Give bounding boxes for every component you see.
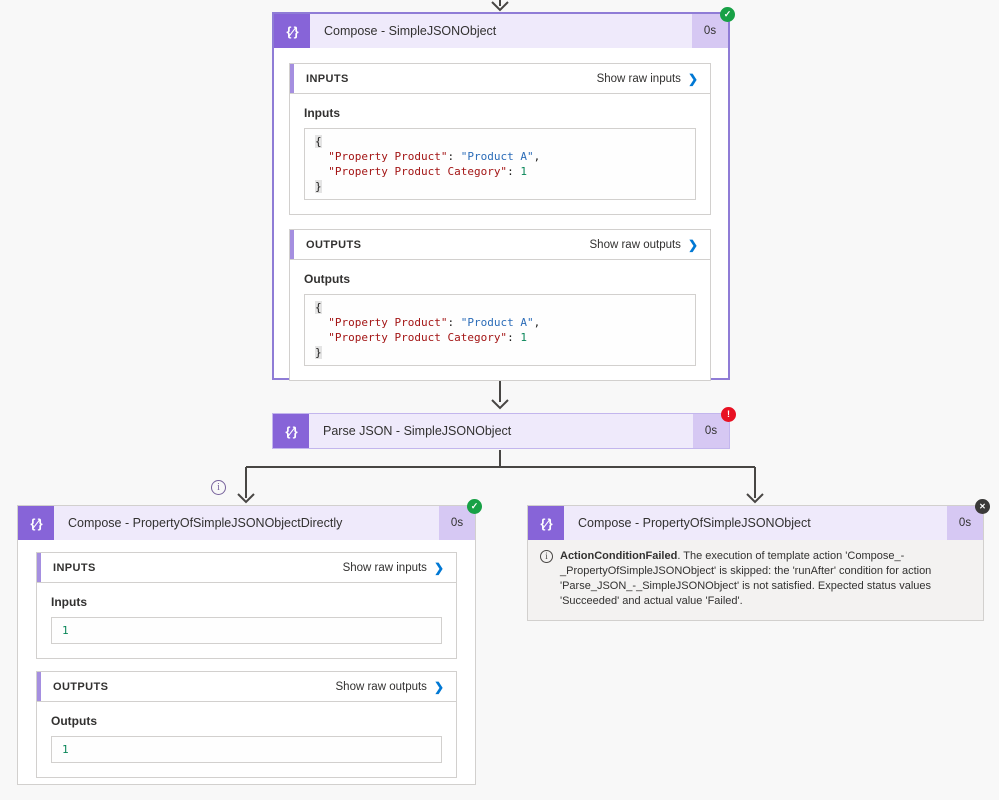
inputs-field-label: Inputs — [51, 595, 87, 609]
info-icon[interactable]: i — [211, 480, 226, 495]
action-card-parse-json-simplejsonobject: ! {∕} Parse JSON - SimpleJSONObject 0s — [272, 407, 736, 449]
arrowhead-left-branch — [237, 493, 255, 504]
action-header[interactable]: {∕} Compose - SimpleJSONObject 0s — [274, 14, 728, 48]
inputs-section-title: INPUTS — [53, 561, 96, 574]
show-raw-inputs-link[interactable]: Show raw inputs ❯ — [343, 561, 444, 575]
outputs-field-label: Outputs — [304, 272, 350, 286]
inputs-section: INPUTS Show raw inputs ❯ Inputs 1 — [36, 552, 457, 659]
parse-json-action-icon: {∕} — [273, 414, 309, 448]
chevron-right-icon: ❯ — [433, 679, 444, 694]
inputs-section-header: INPUTS Show raw inputs ❯ — [37, 553, 456, 583]
chevron-right-icon: ❯ — [687, 71, 698, 86]
outputs-section: OUTPUTS Show raw outputs ❯ Outputs { "Pr… — [289, 229, 711, 381]
action-title: Parse JSON - SimpleJSONObject — [309, 414, 693, 448]
outputs-section-header: OUTPUTS Show raw outputs ❯ — [37, 672, 456, 702]
arrowhead-top — [491, 1, 509, 12]
skip-reason-message: i ActionConditionFailed. The execution o… — [528, 540, 983, 620]
arrowhead-right-branch — [746, 493, 764, 504]
show-raw-outputs-label: Show raw outputs — [335, 680, 427, 693]
compose-action-icon: {∕} — [274, 14, 310, 48]
chevron-right-icon: ❯ — [687, 237, 698, 252]
arrowhead-mid — [491, 399, 509, 410]
info-icon: i — [540, 550, 553, 563]
action-card-compose-propertyofsimplejsonobjectdirectly: ✓ {∕} Compose - PropertyOfSimpleJSONObje… — [17, 499, 482, 785]
action-header[interactable]: {∕} Parse JSON - SimpleJSONObject 0s — [273, 414, 729, 448]
show-raw-inputs-link[interactable]: Show raw inputs ❯ — [597, 72, 698, 86]
inputs-value: 1 — [51, 617, 442, 644]
action-header[interactable]: {∕} Compose - PropertyOfSimpleJSONObject… — [528, 506, 983, 540]
show-raw-inputs-label: Show raw inputs — [596, 72, 681, 85]
inputs-json-value: { "Property Product": "Product A", "Prop… — [304, 128, 696, 200]
show-raw-inputs-label: Show raw inputs — [342, 561, 427, 574]
compose-action-icon: {∕} — [18, 506, 54, 540]
inputs-field-label: Inputs — [304, 106, 340, 120]
outputs-section: OUTPUTS Show raw outputs ❯ Outputs 1 — [36, 671, 457, 778]
outputs-section-title: OUTPUTS — [53, 680, 109, 693]
show-raw-outputs-link[interactable]: Show raw outputs ❯ — [590, 238, 698, 252]
status-failed-icon: ! — [721, 407, 736, 422]
action-card-compose-simplejsonobject: ✓ {∕} Compose - SimpleJSONObject 0s INPU… — [272, 7, 735, 381]
action-card-compose-propertyofsimplejsonobject: ✕ {∕} Compose - PropertyOfSimpleJSONObje… — [527, 499, 990, 621]
inputs-section: INPUTS Show raw inputs ❯ Inputs { "Prope… — [289, 63, 711, 215]
status-skipped-icon: ✕ — [975, 499, 990, 514]
skip-reason-text: ActionConditionFailed. The execution of … — [560, 550, 932, 607]
compose-action-icon: {∕} — [528, 506, 564, 540]
show-raw-outputs-link[interactable]: Show raw outputs ❯ — [336, 680, 444, 694]
status-succeeded-icon: ✓ — [467, 499, 482, 514]
action-title: Compose - SimpleJSONObject — [310, 14, 692, 48]
show-raw-outputs-label: Show raw outputs — [589, 238, 681, 251]
outputs-section-header: OUTPUTS Show raw outputs ❯ — [290, 230, 710, 260]
inputs-section-title: INPUTS — [306, 72, 349, 85]
inputs-section-header: INPUTS Show raw inputs ❯ — [290, 64, 710, 94]
action-header[interactable]: {∕} Compose - PropertyOfSimpleJSONObject… — [18, 506, 475, 540]
action-title: Compose - PropertyOfSimpleJSONObject — [564, 506, 947, 540]
chevron-right-icon: ❯ — [433, 560, 444, 575]
action-title: Compose - PropertyOfSimpleJSONObjectDire… — [54, 506, 439, 540]
outputs-field-label: Outputs — [51, 714, 97, 728]
duration-badge: 0s — [693, 414, 729, 448]
status-succeeded-icon: ✓ — [720, 7, 735, 22]
outputs-value: 1 — [51, 736, 442, 763]
outputs-json-value: { "Property Product": "Product A", "Prop… — [304, 294, 696, 366]
connector-branch — [245, 450, 756, 498]
outputs-section-title: OUTPUTS — [306, 238, 362, 251]
